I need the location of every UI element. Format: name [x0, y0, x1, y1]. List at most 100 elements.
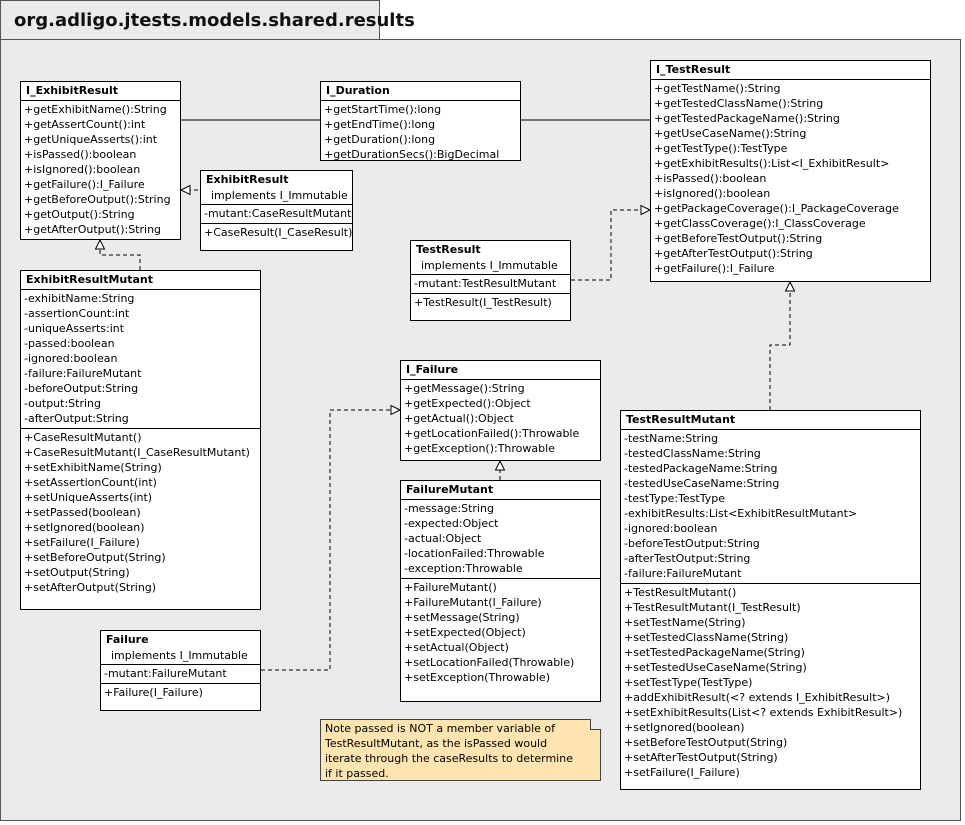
- realization-arrowhead: [94, 238, 106, 250]
- operations-compartment: +TestResult(I_TestResult): [411, 293, 570, 312]
- attribute-ignored-boolean: -ignored:boolean: [624, 522, 718, 535]
- operation-getfailure-i-failure: +getFailure():I_Failure: [654, 262, 775, 275]
- operation-ispassed-boolean: +isPassed():boolean: [654, 172, 767, 185]
- operation-getmessage-string: +getMessage():String: [404, 382, 525, 395]
- operation-settestedpackagename-string: +setTestedPackageName(String): [624, 646, 805, 659]
- operation-getbeforetestoutput-string: +getBeforeTestOutput():String: [654, 232, 823, 245]
- realization-exhibitresult: [181, 189, 221, 210]
- attribute-output-string: -output:String: [24, 397, 101, 410]
- operation-setoutput-string: +setOutput(String): [24, 566, 130, 579]
- operation-setlocationfailed-throwable: +setLocationFailed(Throwable): [404, 656, 575, 669]
- attribute-exhibitresults-list-exhibitresultmutant: -exhibitResults:List<ExhibitResultMutant…: [624, 507, 858, 520]
- attribute-uniqueasserts-int: -uniqueAsserts:int: [24, 322, 125, 335]
- class-i-duration[interactable]: I_Duration+getStartTime():long+getEndTim…: [320, 81, 521, 161]
- operation-isignored-boolean: +isIgnored():boolean: [654, 187, 771, 200]
- operation-getstarttime-long: +getStartTime():long: [324, 103, 442, 116]
- operation-gettesttype-testtype: +getTestType():TestType: [654, 142, 788, 155]
- class-failure-mutant[interactable]: FailureMutant-message:String-expected:Ob…: [400, 480, 601, 702]
- realization-arrowhead: [390, 404, 402, 416]
- attribute-afteroutput-string: -afterOutput:String: [24, 412, 129, 425]
- operation-settestedusecasename-string: +setTestedUseCaseName(String): [624, 661, 807, 674]
- class-i-test-result[interactable]: I_TestResult+getTestName():String+getTes…: [650, 60, 931, 282]
- operations-compartment: +getStartTime():long+getEndTime():long+g…: [321, 100, 520, 160]
- operation-settesttype-testtype: +setTestType(TestType): [624, 676, 753, 689]
- class-name: ExhibitResultMutant: [26, 273, 153, 286]
- class-exhibit-result[interactable]: ExhibitResult implements I_Immutable -muta…: [200, 170, 353, 251]
- operation-getaftertestoutput-string: +getAfterTestOutput():String: [654, 247, 813, 260]
- attribute-expected-object: -expected:Object: [404, 517, 499, 530]
- operation-setignored-boolean: +setIgnored(boolean): [624, 721, 745, 734]
- operation-testresultmutant-i-testresult: +TestResultMutant(I_TestResult): [624, 601, 801, 614]
- attributes-compartment: -mutant:CaseResultMutant: [201, 204, 352, 223]
- attributes-compartment: -exhibitName:String -assertionCount:int -u…: [21, 289, 260, 428]
- operation-setignored-boolean: +setIgnored(boolean): [24, 521, 145, 534]
- attribute-actual-object: -actual:Object: [404, 532, 482, 545]
- class-i-failure[interactable]: I_Failure+getMessage():String+getExpecte…: [400, 360, 601, 461]
- operation-isignored-boolean: +isIgnored():boolean: [24, 163, 141, 176]
- operation-setexception-throwable: +setException(Throwable): [404, 671, 550, 684]
- realization-exhibitresultmutant: [99, 240, 141, 270]
- class-exhibit-result-mutant[interactable]: ExhibitResultMutant -exhibitName:String -a…: [20, 270, 261, 610]
- operation-getduration-long: +getDuration():long: [324, 133, 436, 146]
- operations-compartment: +getMessage():String+getExpected():Objec…: [401, 379, 600, 458]
- attribute-aftertestoutput-string: -afterTestOutput:String: [624, 552, 751, 565]
- class-stereotype: implements I_Immutable: [211, 189, 348, 202]
- class-name: TestResult: [416, 243, 481, 256]
- operation-gettestedpackagename-string: +getTestedPackageName():String: [654, 112, 840, 125]
- operations-compartment: +CaseResult(I_CaseResult): [201, 223, 352, 242]
- note-line: iterate through the caseResults to deter…: [325, 752, 573, 765]
- attribute-beforetestoutput-string: -beforeTestOutput:String: [624, 537, 760, 550]
- class-name: Failure: [106, 633, 149, 646]
- operation-getassertcount-int: +getAssertCount():int: [24, 118, 146, 131]
- attribute-message-string: -message:String: [404, 502, 494, 515]
- operation-caseresultmutant: +CaseResultMutant(): [24, 431, 142, 444]
- operation-setexpected-object: +setExpected(Object): [404, 626, 526, 639]
- realization-arrowhead: [494, 459, 506, 471]
- operation-setexhibitname-string: +setExhibitName(String): [24, 461, 162, 474]
- attributes-compartment: -mutant:FailureMutant: [101, 664, 260, 683]
- attribute-testedclassname-string: -testedClassName:String: [624, 447, 761, 460]
- note-fold-corner: [590, 719, 601, 730]
- attribute-exhibitname-string: -exhibitName:String: [24, 292, 135, 305]
- operation-setactual-object: +setActual(Object): [404, 641, 509, 654]
- operations-compartment: +FailureMutant()+FailureMutant(I_Failure…: [401, 578, 600, 687]
- realization-failure: [261, 409, 400, 671]
- note-line: if it passed.: [325, 767, 389, 780]
- operations-compartment: +TestResultMutant() +TestResultMutant(I_T…: [621, 583, 920, 782]
- operation-testresult-i-testresult: +TestResult(I_TestResult): [414, 296, 552, 309]
- attribute-failure-failuremutant: -failure:FailureMutant: [24, 367, 142, 380]
- operation-getclasscoverage-i-classcoverage: +getClassCoverage():I_ClassCoverage: [654, 217, 866, 230]
- operation-failuremutant-i-failure: +FailureMutant(I_Failure): [404, 596, 542, 609]
- package-tab: org.adligo.jtests.models.shared.results: [0, 0, 415, 39]
- operation-getexception-throwable: +getException():Throwable: [404, 442, 555, 455]
- operation-failure-i-failure: +Failure(I_Failure): [104, 686, 203, 699]
- attribute-assertioncount-int: -assertionCount:int: [24, 307, 130, 320]
- operation-setfailure-i-failure: +setFailure(I_Failure): [24, 536, 140, 549]
- class-i-exhibit-result[interactable]: I_ExhibitResult+getExhibitName():String+…: [20, 81, 181, 240]
- realization-testresult: [571, 209, 650, 281]
- attribute-mutant-caseresultmutant: -mutant:CaseResultMutant: [204, 207, 352, 220]
- attribute-testtype-testtype: -testType:TestType: [624, 492, 725, 505]
- operation-getlocationfailed-throwable: +getLocationFailed():Throwable: [404, 427, 580, 440]
- operations-compartment: +getTestName():String +getTestedClassName…: [651, 79, 930, 278]
- realization-arrowhead: [640, 204, 652, 216]
- attribute-passed-boolean: -passed:boolean: [24, 337, 115, 350]
- class-stereotype: implements I_Immutable: [421, 259, 558, 272]
- class-test-result-mutant[interactable]: TestResultMutant-testName:String-testedC…: [620, 410, 921, 790]
- operation-gettestedclassname-string: +getTestedClassName():String: [654, 97, 824, 110]
- operation-setaftertestoutput-string: +setAfterTestOutput(String): [624, 751, 778, 764]
- operations-compartment: +getExhibitName():String+getAssertCount(…: [21, 100, 180, 239]
- attribute-ignored-boolean: -ignored:boolean: [24, 352, 118, 365]
- operation-caseresult-i-caseresult: +CaseResult(I_CaseResult): [204, 226, 353, 239]
- operation-gettestname-string: +getTestName():String: [654, 82, 781, 95]
- operation-getactual-object: +getActual():Object: [404, 412, 514, 425]
- note-line: TestResultMutant, as the isPassed would: [325, 737, 548, 750]
- operation-testresultmutant: +TestResultMutant(): [624, 586, 737, 599]
- operations-compartment: +Failure(I_Failure): [101, 683, 260, 702]
- class-name: ExhibitResult: [206, 173, 289, 186]
- class-name: TestResultMutant: [626, 413, 736, 426]
